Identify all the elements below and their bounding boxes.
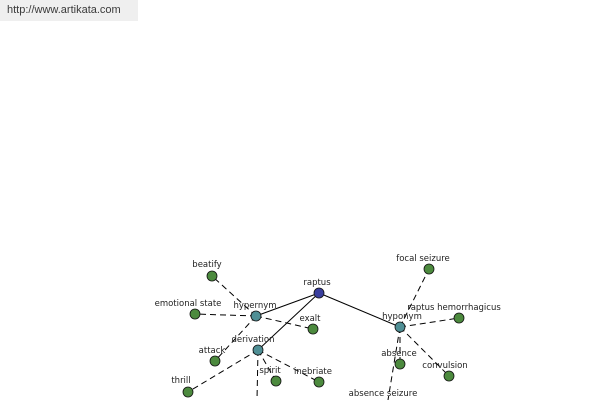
label-thrill[interactable]: thrill bbox=[171, 376, 190, 386]
label-raptus[interactable]: raptus bbox=[303, 278, 331, 288]
edge-hyponym-convulsion bbox=[399, 326, 450, 377]
edge-raptus-hyponym bbox=[318, 292, 401, 328]
label-hyponym[interactable]: hyponym bbox=[382, 312, 422, 322]
node-spirit[interactable] bbox=[270, 375, 282, 387]
label-exalt[interactable]: exalt bbox=[299, 314, 321, 324]
label-hypernym[interactable]: hypernym bbox=[233, 301, 276, 311]
label-inebriate[interactable]: inebriate bbox=[294, 367, 332, 377]
node-raptus[interactable] bbox=[313, 287, 325, 299]
label-beatify[interactable]: beatify bbox=[192, 260, 221, 270]
node-attack[interactable] bbox=[209, 355, 221, 367]
node-absence[interactable] bbox=[394, 358, 406, 370]
label-spirit[interactable]: spirit bbox=[259, 366, 281, 376]
edge-derivation-thrill bbox=[187, 349, 259, 393]
edge-hypernym-attack bbox=[214, 315, 257, 362]
edge-derivation-offscreen bbox=[256, 349, 259, 400]
edge-raptus-hypernym bbox=[255, 292, 320, 317]
node-beatify[interactable] bbox=[206, 270, 218, 282]
node-raptus-hemorrhagicus[interactable] bbox=[453, 312, 465, 324]
label-absence-seizure[interactable]: absence seizure bbox=[349, 389, 418, 399]
label-focal-seizure[interactable]: focal seizure bbox=[396, 254, 450, 264]
edge-hypernym-emotional-state bbox=[194, 313, 257, 317]
node-focal-seizure[interactable] bbox=[423, 263, 435, 275]
node-inebriate[interactable] bbox=[313, 376, 325, 388]
label-emotional-state[interactable]: emotional state bbox=[155, 299, 222, 309]
label-derivation[interactable]: derivation bbox=[231, 335, 274, 345]
source-url[interactable]: http://www.artikata.com bbox=[0, 0, 138, 21]
edge-hyponym-focal-seizure bbox=[399, 268, 430, 328]
edge-derivation-inebriate bbox=[257, 349, 320, 383]
node-hypernym[interactable] bbox=[250, 310, 262, 322]
node-emotional-state[interactable] bbox=[189, 308, 201, 320]
node-derivation[interactable] bbox=[252, 344, 264, 356]
node-hyponym[interactable] bbox=[394, 321, 406, 333]
label-absence[interactable]: absence bbox=[381, 349, 417, 359]
label-convulsion[interactable]: convulsion bbox=[422, 361, 467, 371]
edge-raptus-derivation bbox=[257, 292, 320, 351]
edge-hyponym-absence-seizure bbox=[387, 326, 401, 400]
edge-derivation-spirit bbox=[257, 349, 277, 382]
node-exalt[interactable] bbox=[307, 323, 319, 335]
node-convulsion[interactable] bbox=[443, 370, 455, 382]
node-thrill[interactable] bbox=[182, 386, 194, 398]
label-attack[interactable]: attack bbox=[199, 346, 226, 356]
label-raptus-hemorrhagicus[interactable]: raptus hemorrhagicus bbox=[407, 303, 501, 313]
